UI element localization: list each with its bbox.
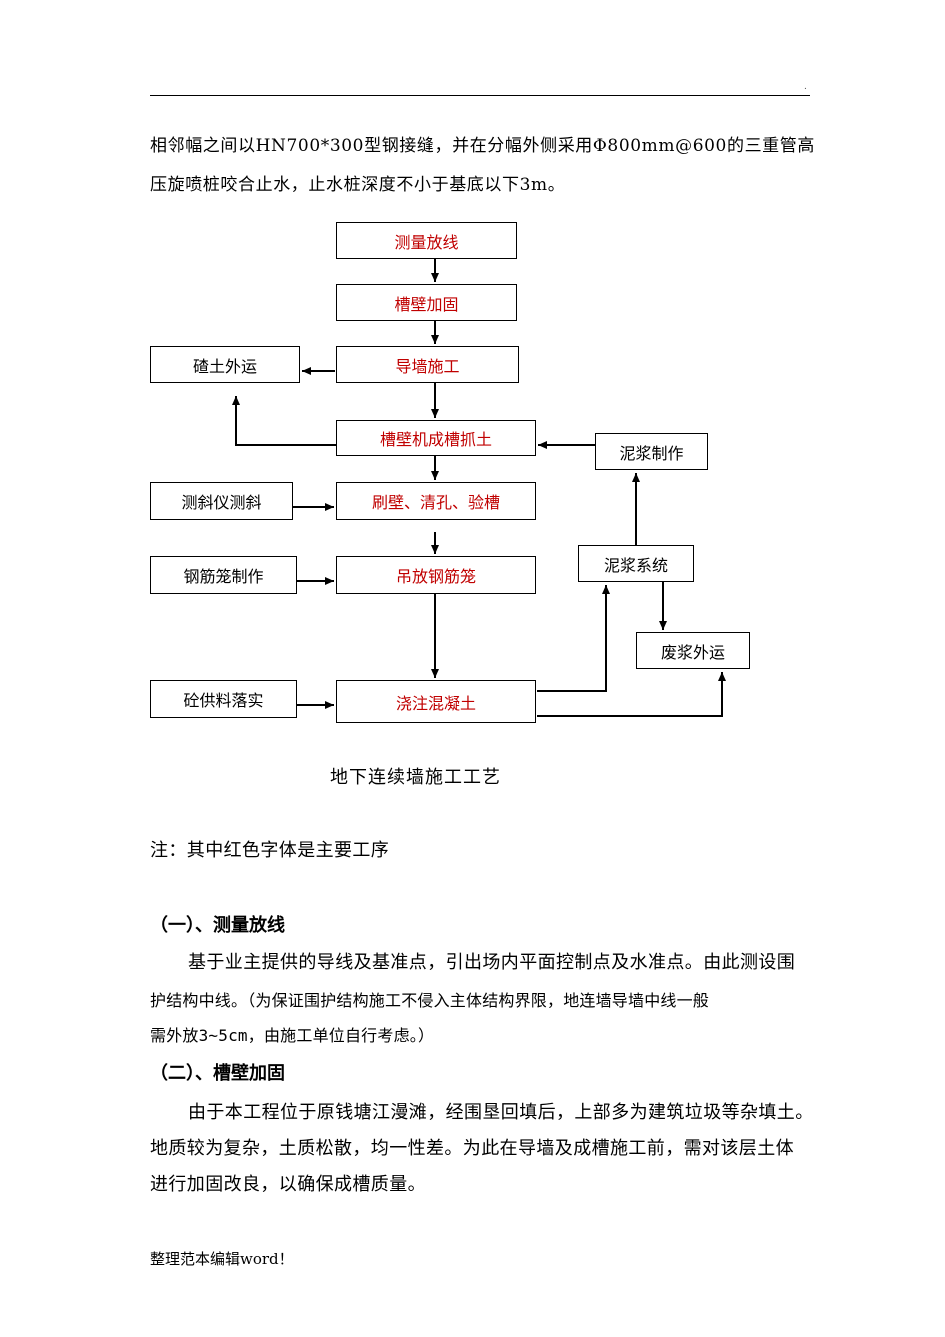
intro-line-2: 压旋喷桩咬合止水，止水桩深度不小于基底以下3m。 — [150, 175, 566, 195]
arrow-pour-to-system — [537, 585, 610, 692]
slurry-system-box: 泥浆系统 — [578, 545, 694, 582]
waste-slurry-box: 废浆外运 — [636, 632, 750, 669]
header-rule — [150, 95, 810, 96]
step-guidewall-box: 导墙施工 — [336, 346, 519, 383]
note-text: 注：其中红色字体是主要工序 — [150, 840, 390, 861]
step-trench-box: 槽壁机成槽抓土 — [336, 420, 536, 456]
arrow-trench-to-spoil — [232, 396, 336, 446]
header-mark: . — [804, 82, 807, 92]
intro-line-1: 相邻幅之间以HN700*300型钢接缝，并在分幅外侧采用Φ800mm@600的三… — [150, 136, 815, 156]
step-reinforce-box: 槽壁加固 — [336, 284, 517, 321]
concrete-supply-box: 砼供料落实 — [150, 680, 297, 718]
section-1-line-2: 护结构中线。（为保证围护结构施工不侵入主体结构界限，地连墙导墙中线一般 — [150, 991, 710, 1010]
step-pour-box: 浇注混凝土 — [336, 680, 536, 723]
spoil-removal-box: 碴土外运 — [150, 346, 300, 383]
section-1-line-3: 需外放3~5cm，由施工单位自行考虑。） — [150, 1026, 435, 1045]
section-1-line-1: 基于业主提供的导线及基准点，引出场内平面控制点及水准点。由此测设围 — [188, 952, 796, 973]
step-cage-box: 吊放钢筋笼 — [336, 556, 536, 594]
section-2-heading: （二）、槽壁加固 — [150, 1063, 285, 1084]
cage-making-box: 钢筋笼制作 — [150, 556, 297, 594]
section-1-heading: （一）、测量放线 — [150, 915, 285, 936]
step-clean-box: 刷壁、清孔、验槽 — [336, 482, 536, 520]
section-2-line-1: 由于本工程位于原钱塘江漫滩，经围垦回填后，上部多为建筑垃圾等杂填土。 — [188, 1102, 814, 1123]
inclinometer-box: 测斜仪测斜 — [150, 482, 293, 520]
footer-text: 整理范本编辑word！ — [150, 1250, 294, 1268]
step-survey-box: 测量放线 — [336, 222, 517, 259]
arrow-pour-to-waste — [537, 672, 726, 717]
section-2-line-2: 地质较为复杂，土质松散，均一性差。为此在导墙及成槽施工前，需对该层土体 — [150, 1138, 794, 1159]
flowchart-connectors — [232, 259, 726, 717]
flowchart-caption: 地下连续墙施工工艺 — [330, 767, 501, 788]
slurry-making-box: 泥浆制作 — [595, 433, 708, 470]
section-2-line-3: 进行加固改良，以确保成槽质量。 — [150, 1174, 426, 1195]
